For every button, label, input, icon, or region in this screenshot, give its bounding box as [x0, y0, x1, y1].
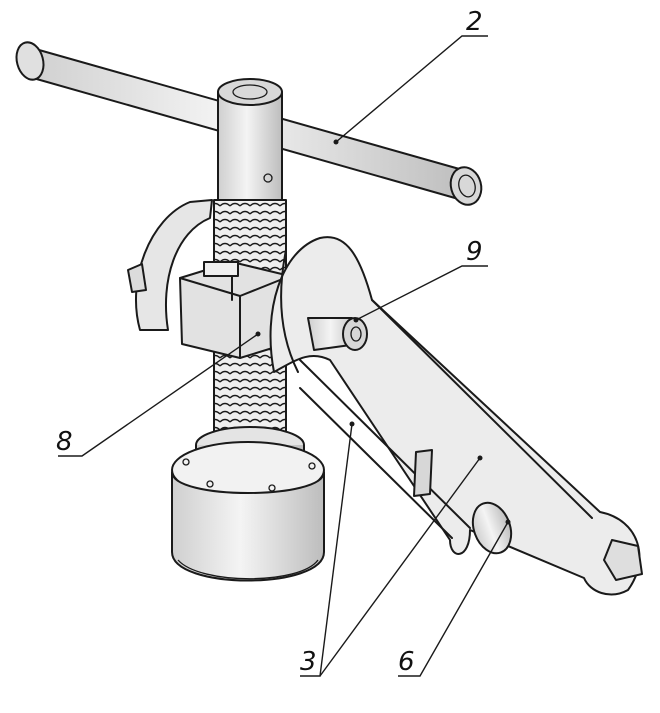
leader-8: [58, 333, 259, 457]
left-crescent-arm: [127, 199, 213, 331]
leader-lines: [58, 35, 511, 677]
right-lever-arm: [269, 236, 643, 596]
callout-9: 9: [466, 237, 483, 267]
callout-6: 6: [398, 647, 415, 677]
callout-3: 3: [300, 647, 317, 677]
leader-9: [355, 265, 488, 321]
leader-6: [398, 521, 509, 677]
puller-head: [171, 426, 325, 582]
leader-2: [335, 35, 488, 143]
callout-8: 8: [56, 427, 73, 457]
side-bolt: [307, 317, 368, 351]
hex-nut: [179, 261, 293, 359]
leader-3b: [319, 457, 481, 677]
callout-2: 2: [466, 7, 483, 37]
